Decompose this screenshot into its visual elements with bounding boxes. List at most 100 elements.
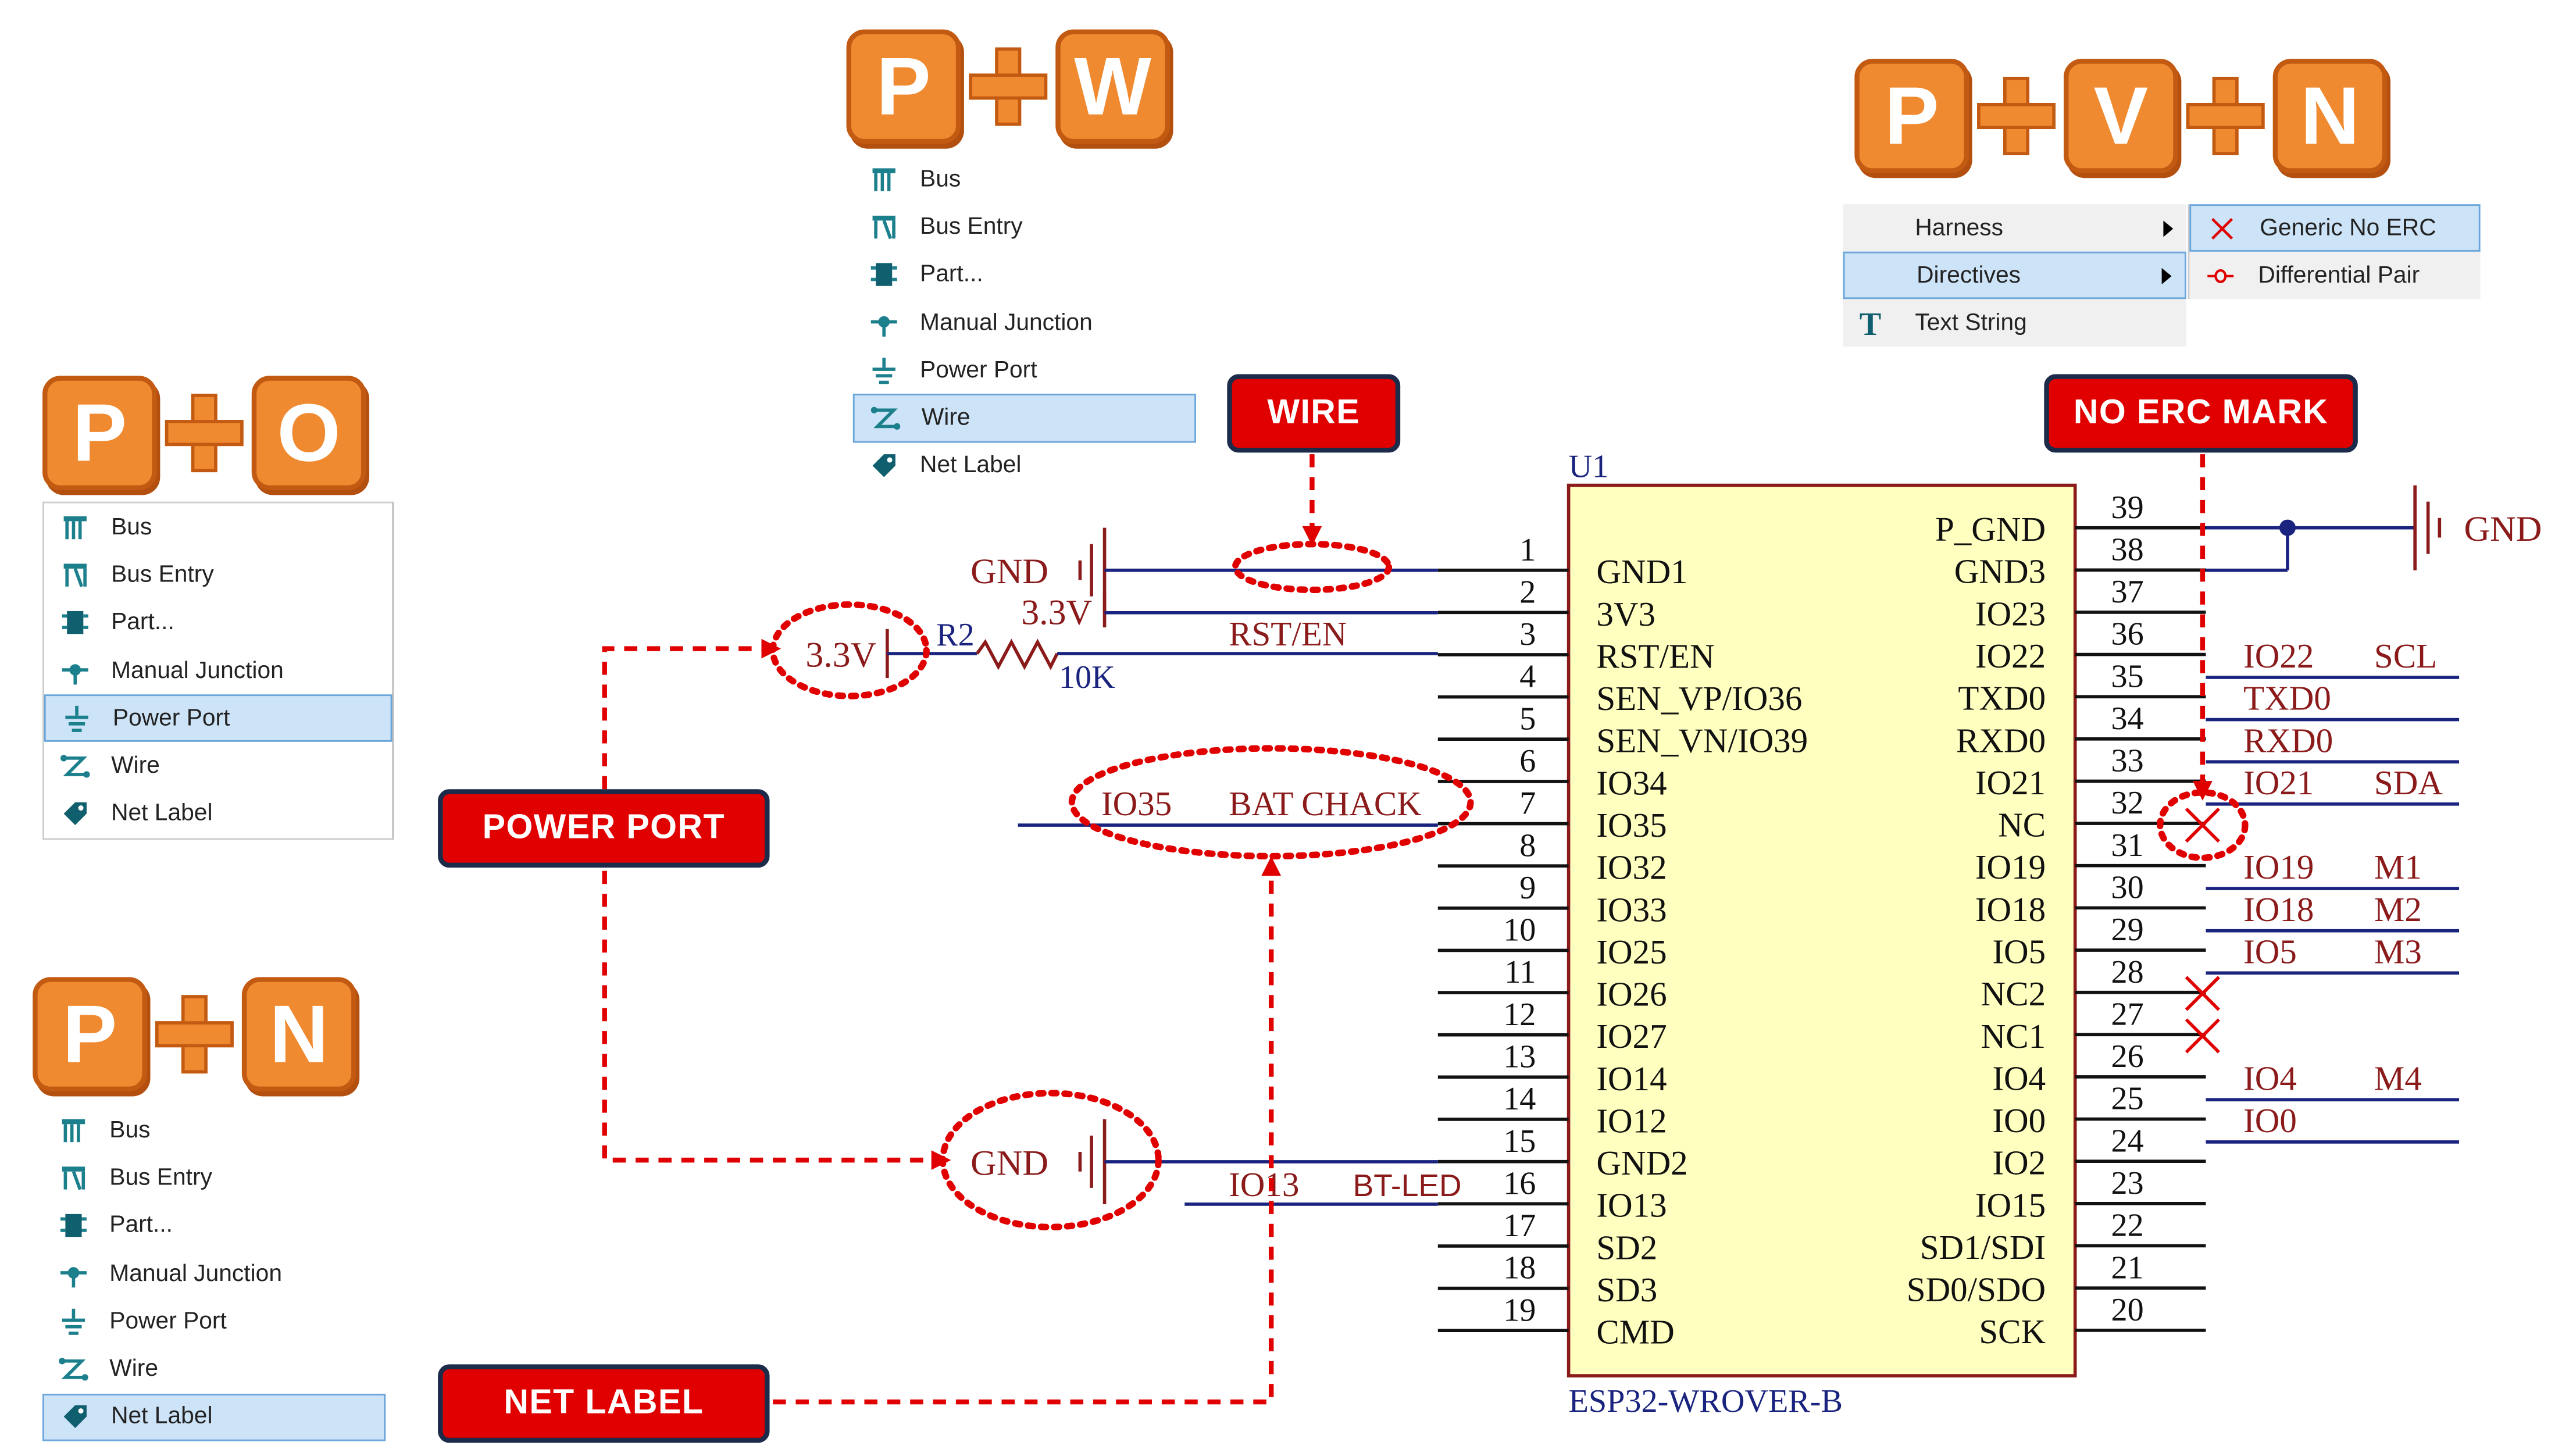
- menu-item-net-label[interactable]: Net Label: [42, 1393, 386, 1441]
- menu-item-power-port[interactable]: Power Port: [44, 694, 392, 743]
- menu-item-bus[interactable]: Bus: [42, 1106, 386, 1154]
- menu-item-label: Bus Entry: [109, 1165, 212, 1191]
- menu-item-power-port[interactable]: Power Port: [853, 347, 1196, 394]
- menu-item-part[interactable]: Part...: [853, 251, 1196, 299]
- menu-item-part[interactable]: Part...: [42, 1202, 386, 1250]
- v33-power-port-top[interactable]: 3.3V: [1021, 591, 1438, 632]
- menu-item-bus-entry[interactable]: Bus Entry: [42, 1154, 386, 1202]
- net-label-icon: [51, 800, 99, 829]
- no-erc-mark[interactable]: [2185, 1018, 2220, 1054]
- net-label-io13[interactable]: IO13: [1229, 1165, 1299, 1204]
- menu-item-bus[interactable]: Bus: [44, 503, 392, 551]
- menu-item-net-label[interactable]: Net Label: [853, 442, 1196, 490]
- resistor-r2[interactable]: R2 10K 3.3V: [805, 617, 1438, 695]
- menu-item-label: Bus Entry: [920, 213, 1023, 240]
- menu-item-manual-junction[interactable]: Manual Junction: [42, 1250, 386, 1297]
- net-label-btled[interactable]: BT-LED: [1353, 1169, 1462, 1203]
- net-label-icon: [859, 452, 908, 481]
- net-label: M3: [2374, 932, 2422, 970]
- menu-item-label: Power Port: [112, 705, 230, 732]
- menu-item-wire[interactable]: Wire: [44, 743, 392, 790]
- key-n: N: [241, 977, 356, 1092]
- v33-left-label: 3.3V: [805, 635, 876, 675]
- menu-item-part[interactable]: Part...: [44, 599, 392, 647]
- resistor-ref: R2: [936, 617, 975, 653]
- pin-right[interactable]: 39P_GND: [1935, 490, 2206, 548]
- component-body[interactable]: [1567, 483, 2077, 1378]
- net-label-io35[interactable]: IO35: [1101, 784, 1172, 823]
- menu-item-manual-junction[interactable]: Manual Junction: [853, 299, 1196, 347]
- menu-item-power-port[interactable]: Power Port: [42, 1298, 386, 1346]
- menu-item-differential-pair[interactable]: Differential Pair: [2189, 252, 2480, 299]
- net-io0[interactable]: IO0: [2206, 1101, 2460, 1144]
- net-txd0[interactable]: TXD0: [2206, 679, 2460, 722]
- gnd-power-port-bottom[interactable]: GND: [970, 1119, 1438, 1204]
- no-erc-mark[interactable]: [2185, 807, 2220, 843]
- key-n: N: [2272, 59, 2388, 173]
- net-label-bat[interactable]: BAT CHACK: [1229, 784, 1422, 823]
- no-erc-mark[interactable]: [2185, 976, 2220, 1011]
- net-label-rst[interactable]: RST/EN: [1229, 615, 1347, 653]
- menu-item-harness[interactable]: Harness: [1843, 204, 2186, 251]
- menu-item-bus-entry[interactable]: Bus Entry: [853, 203, 1196, 251]
- pin-number: 33: [2111, 743, 2144, 779]
- menu-item-bus[interactable]: Bus: [853, 155, 1196, 203]
- menu-item-manual-junction[interactable]: Manual Junction: [44, 647, 392, 694]
- menu-item-wire[interactable]: Wire: [42, 1346, 386, 1393]
- pin-number: 6: [1519, 743, 1536, 779]
- connector-power-port-top: [602, 646, 765, 790]
- menu-item-net-label[interactable]: Net Label: [44, 790, 392, 838]
- menu-item-generic-no-erc[interactable]: Generic No ERC: [2189, 204, 2481, 252]
- pin-name: SD0/SDO: [1907, 1271, 2046, 1309]
- menu-item-directives[interactable]: Directives: [1843, 251, 2186, 299]
- net-rxd0[interactable]: RXD0: [2206, 721, 2460, 763]
- gnd-power-port-right[interactable]: GND: [2206, 485, 2542, 572]
- menu-item-bus-entry[interactable]: Bus Entry: [44, 551, 392, 599]
- menu-item-wire[interactable]: Wire: [852, 394, 1196, 442]
